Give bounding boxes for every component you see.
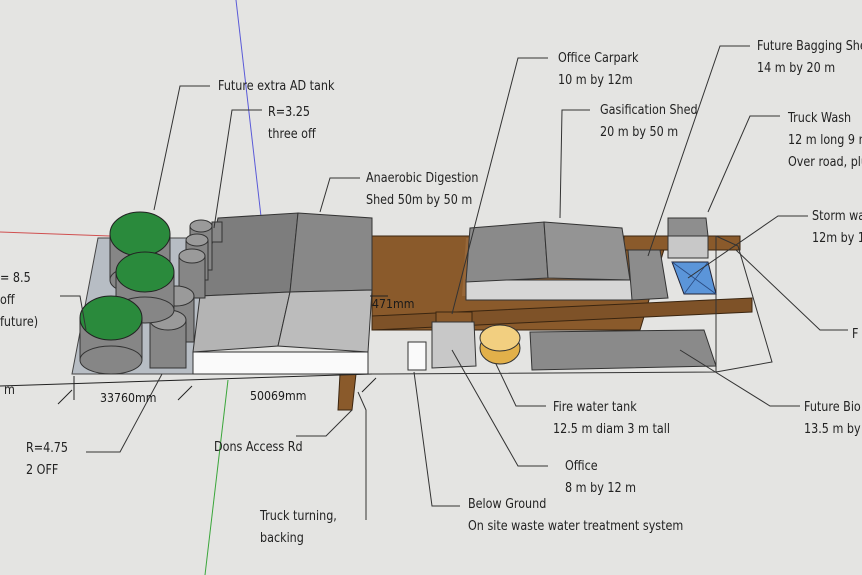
office-building (431, 321, 477, 369)
gasification-shed-roof-right (543, 221, 631, 281)
fire-tank-top (479, 324, 521, 352)
red-axis (0, 231, 111, 237)
leader-lines (60, 45, 848, 520)
ad-shed-roof-front-left (192, 291, 291, 353)
gasification-shed-front (465, 279, 633, 301)
large-ad-tank-bottom (79, 295, 143, 375)
bagging-shed-top (667, 217, 709, 237)
dimension-tank-area: 33760mm (100, 390, 157, 405)
dimension-ad-shed: 50069mm (250, 388, 307, 403)
site-outline (371, 235, 773, 375)
dimension-road: 471mm (372, 296, 415, 311)
future-bio-slab (529, 329, 717, 371)
label-right-edge: F (852, 327, 859, 342)
blue-axis (235, 0, 263, 226)
green-axis (204, 379, 229, 575)
bagging-area-slab (627, 249, 669, 301)
wastewater-system (407, 341, 427, 371)
dimension-lines (0, 295, 388, 405)
gasification-shed-roof-left (465, 221, 549, 283)
ad-shed-roof-front-right (277, 289, 373, 353)
label-future-ad-tank: Future extra AD tank (218, 79, 335, 94)
pond-line-a (671, 261, 717, 295)
ad-shed-roof-right (289, 212, 373, 293)
road-spur (435, 311, 473, 323)
label-access-road: Dons Access Rd (214, 440, 303, 455)
access-road (337, 373, 357, 411)
bagging-shed-front (667, 235, 709, 259)
label-left-m: m (4, 383, 15, 398)
ad-shed-wall (192, 351, 369, 375)
label-truck-turning: Truck turning,backing (260, 509, 337, 546)
